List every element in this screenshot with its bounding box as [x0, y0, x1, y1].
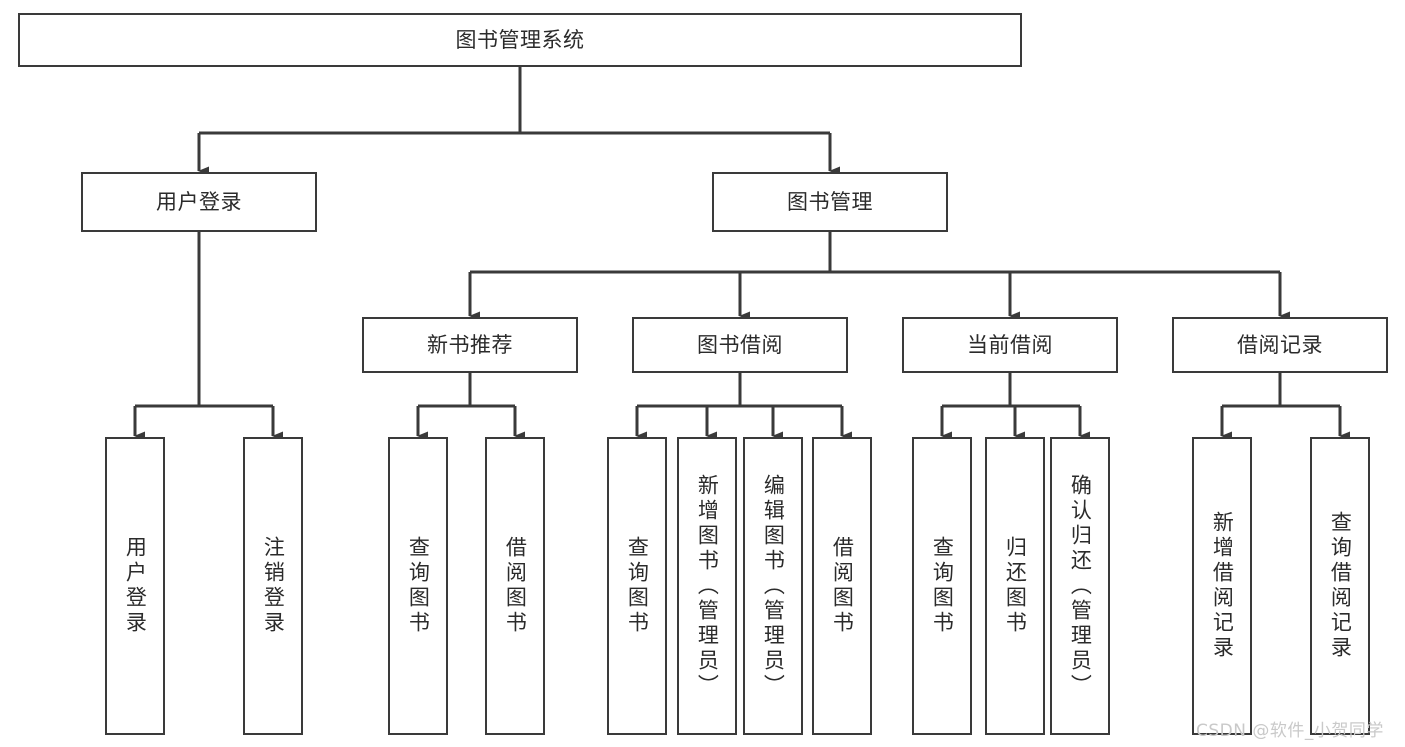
node-leaf-borrow-book-nb: 借阅图书: [485, 437, 545, 735]
node-label: 图书管理: [787, 189, 873, 214]
node-label: 注销登录: [261, 536, 286, 636]
node-label: 归还图书: [1003, 536, 1028, 636]
node-label: 用户登录: [156, 189, 242, 214]
node-book-borrow: 图书借阅: [632, 317, 848, 373]
node-leaf-query-record: 查询借阅记录: [1310, 437, 1370, 735]
node-current-borrow: 当前借阅: [902, 317, 1118, 373]
node-label: 用户登录: [123, 536, 148, 636]
node-label: 确认归还（管理员）: [1068, 473, 1093, 699]
node-leaf-borrow-book-bb: 借阅图书: [812, 437, 872, 735]
node-user-login: 用户登录: [81, 172, 317, 232]
node-leaf-user-login: 用户登录: [105, 437, 165, 735]
node-leaf-add-book: 新增图书（管理员）: [677, 437, 737, 735]
node-label: 借阅图书: [503, 536, 528, 636]
node-label: 查询图书: [625, 536, 650, 636]
node-borrow-record: 借阅记录: [1172, 317, 1388, 373]
csdn-watermark: CSDN @软件_小贺同学: [1196, 721, 1384, 741]
node-label: 新书推荐: [427, 332, 513, 357]
node-label: 图书借阅: [697, 332, 783, 357]
node-leaf-logout: 注销登录: [243, 437, 303, 735]
node-leaf-return-book: 归还图书: [985, 437, 1045, 735]
node-book-management: 图书管理: [712, 172, 948, 232]
node-leaf-add-record: 新增借阅记录: [1192, 437, 1252, 735]
node-label: 新增借阅记录: [1210, 511, 1235, 661]
node-leaf-edit-book: 编辑图书（管理员）: [743, 437, 803, 735]
node-leaf-query-book-cb: 查询图书: [912, 437, 972, 735]
node-label: 图书管理系统: [455, 27, 585, 52]
node-label: 查询图书: [406, 536, 431, 636]
node-label: 编辑图书（管理员）: [761, 473, 786, 699]
node-label: 借阅记录: [1237, 332, 1323, 357]
node-leaf-query-book-bb: 查询图书: [607, 437, 667, 735]
connector-layer: [133, 67, 1350, 441]
node-label: 新增图书（管理员）: [695, 473, 720, 699]
node-new-book-recommend: 新书推荐: [362, 317, 578, 373]
node-label: 查询借阅记录: [1328, 511, 1353, 661]
node-label: 当前借阅: [967, 332, 1053, 357]
node-root: 图书管理系统: [18, 13, 1022, 67]
node-label: 借阅图书: [830, 536, 855, 636]
node-leaf-confirm-return: 确认归还（管理员）: [1050, 437, 1110, 735]
node-leaf-query-book-nb: 查询图书: [388, 437, 448, 735]
node-label: 查询图书: [930, 536, 955, 636]
